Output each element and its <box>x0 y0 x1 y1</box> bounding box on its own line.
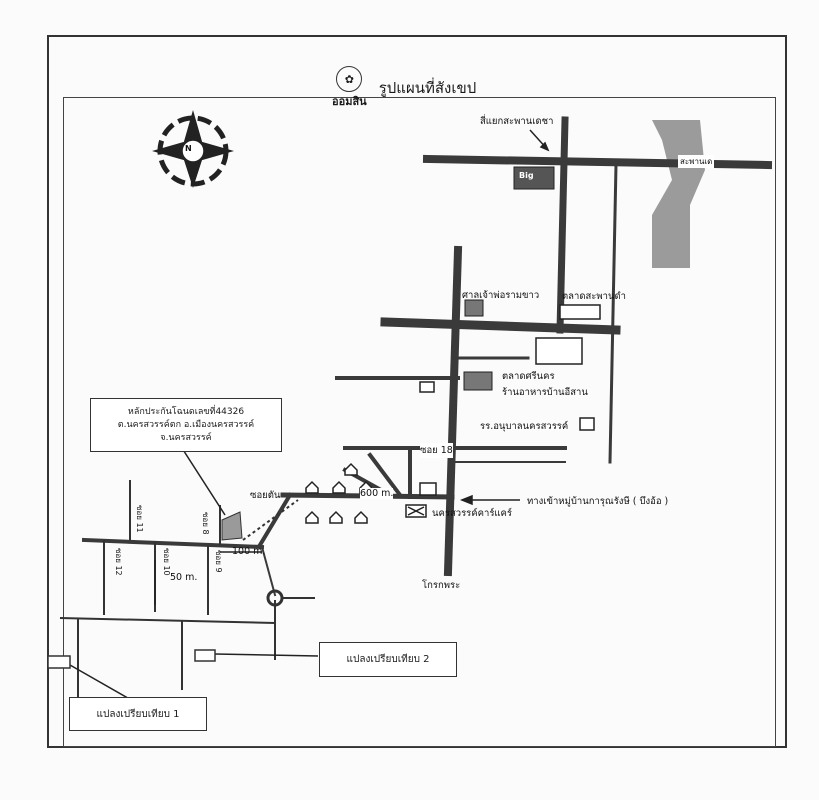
intersection-label: สี่แยกสะพานเดชา <box>480 116 554 127</box>
restaurant-icon <box>463 371 493 391</box>
distance-600-label: 600 m. <box>360 488 394 499</box>
market-saphan-dam-label: ตลาดสะพานดำ <box>562 291 626 302</box>
road-vertical-north <box>556 116 569 334</box>
soi-12-label: ซอย 12 <box>114 548 123 576</box>
shrine-label: ศาลเจ้าพ่อรามขาว <box>462 290 540 301</box>
restaurant-label: ร้านอาหารบ้านอีสาน <box>502 387 588 398</box>
roundabout <box>266 589 284 607</box>
soi-dead-end-label: ซอยตัน <box>250 490 281 501</box>
car-care-label: นครสวรรค์คาร์แคร์ <box>432 508 513 519</box>
entrance-label: ทางเข้าหมู่บ้านการุณรังษี ( บึงอ้อ ) <box>527 496 669 507</box>
soi-dead-end-dotted <box>242 499 299 541</box>
soi-9-label: ซอย 9 <box>214 550 223 573</box>
soi-10-label: ซอย 10 <box>162 548 171 576</box>
flag-icon <box>419 482 437 496</box>
road-diagonal-to-lower <box>257 492 293 548</box>
market-cart-icon <box>535 337 583 365</box>
distance-50-label: 50 m. <box>170 572 198 583</box>
road-lower-right-curve <box>260 545 277 597</box>
compass-icon <box>152 110 234 188</box>
bridge-label: สะพานเด <box>678 155 715 168</box>
road-decha-horizontal <box>422 154 773 170</box>
bank-name: ออมสิน <box>332 95 367 108</box>
map-frame <box>63 97 776 747</box>
outer-frame <box>47 35 787 748</box>
khok-phra-label: โกรกพระ <box>422 580 461 591</box>
soi-18-label: ซอย 18 <box>420 443 453 458</box>
bank-logo-icon: ✿ <box>336 66 363 92</box>
school-label: รร.อนุบาลนครสวรรค์ <box>480 421 569 432</box>
collateral-line-3: จ.นครสวรรค์ <box>160 432 212 443</box>
road-main-vertical <box>443 245 463 577</box>
map-header: ✿ ออมสิน รูปแผนที่สังเขป <box>332 66 476 110</box>
collateral-parcel <box>221 511 243 541</box>
road-lower-horizontal <box>81 537 265 550</box>
road-middle-horizontal <box>380 317 621 335</box>
collateral-line-2: ต.นครสวรรค์ตก อ.เมืองนครสวรรค์ <box>117 419 255 430</box>
comparison-2-box: แปลงเปรียบเทียบ 2 <box>319 642 457 677</box>
river <box>652 120 705 268</box>
soi-11-label: ซอย 11 <box>135 505 144 533</box>
arrow-comparison-2 <box>214 653 319 657</box>
market-srinakorn-label: ตลาดศรีนคร <box>502 371 555 382</box>
comparison-parcel-1 <box>47 655 71 669</box>
comparison-2-label: แปลงเปรียบเทียบ 2 <box>346 654 430 665</box>
comparison-parcel-2 <box>194 649 216 662</box>
shop-icon <box>419 381 435 393</box>
shrine-icon <box>464 299 484 317</box>
big-c-icon <box>513 166 555 190</box>
collateral-line-1: หลักประกันโฉนดเลขที่44326 <box>127 406 245 417</box>
distance-100-label: 100 m. <box>232 546 266 557</box>
map-title: รูปแผนที่สังเขป <box>378 79 477 97</box>
soi-8-label: ซอย 8 <box>201 512 210 535</box>
big-c-label: Big <box>519 171 534 180</box>
compass-north-label: N <box>185 144 192 153</box>
comparison-1-label: แปลงเปรียบเทียบ 1 <box>96 708 180 720</box>
lower-horizontal-road <box>59 617 276 624</box>
market-icon-1 <box>559 304 601 320</box>
arrow-collateral <box>179 444 226 516</box>
road-soi-diagonal-2 <box>367 452 403 498</box>
road-right-vertical <box>608 163 618 464</box>
comparison-1-box: แปลงเปรียบเทียบ 1 <box>69 697 207 731</box>
school-icon <box>579 417 595 431</box>
collateral-box: หลักประกันโฉนดเลขที่44326 ต.นครสวรรค์ตก … <box>90 398 282 452</box>
